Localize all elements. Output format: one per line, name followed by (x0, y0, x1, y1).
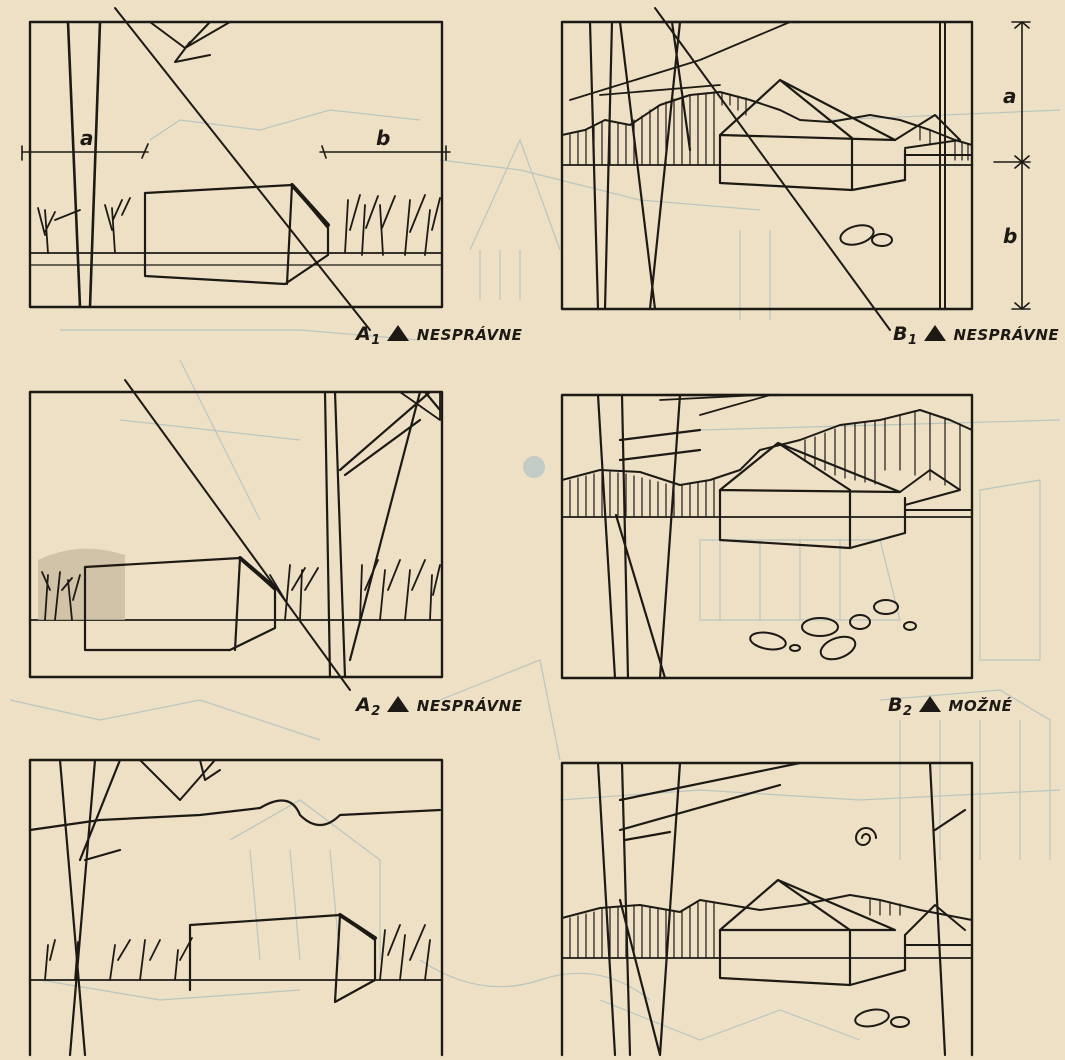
caption-a2: A2 NESPRÁVNE (356, 694, 522, 719)
caption-a1: A1 NESPRÁVNE (356, 323, 522, 348)
ghost-background-sketch (9, 109, 1061, 1041)
caption-b1-index: 1 (907, 333, 918, 348)
caption-b1-verdict: NESPRÁVNE (953, 326, 1060, 344)
caption-b2-index: 2 (902, 704, 913, 719)
caption-a1-index: 1 (371, 333, 381, 348)
caption-a1-verdict: NESPRÁVNE (416, 326, 523, 344)
panel-b2-sketch (560, 393, 974, 680)
viewpoint-triangle-icon (386, 325, 409, 341)
caption-a2-letter: A (356, 694, 372, 716)
viewpoint-triangle-icon (918, 696, 941, 712)
panel-b3-sketch (560, 761, 974, 1057)
caption-b2: B2 MOŽNÉ (888, 694, 1012, 719)
panel-b1-sketch (560, 7, 1031, 331)
caption-b1-letter: B (893, 323, 908, 345)
caption-b1: B1 NESPRÁVNE (893, 323, 1059, 348)
viewpoint-triangle-icon (923, 325, 946, 341)
dimension-label-b-left: b (376, 126, 391, 150)
dimension-label-b-right: b (1003, 224, 1018, 248)
caption-b2-letter: B (888, 694, 903, 716)
caption-a2-verdict: NESPRÁVNE (416, 697, 523, 715)
viewpoint-triangle-icon (386, 696, 409, 712)
caption-a2-index: 2 (371, 704, 381, 719)
dimension-label-a-right: a (1003, 84, 1017, 108)
caption-a1-letter: A (356, 323, 372, 345)
panel-a2-sketch (28, 379, 444, 691)
panel-a1-sketch (21, 7, 451, 331)
panel-a3-sketch (28, 758, 444, 1057)
dimension-label-a-left: a (80, 126, 94, 150)
caption-b2-verdict: MOŽNÉ (948, 697, 1013, 715)
